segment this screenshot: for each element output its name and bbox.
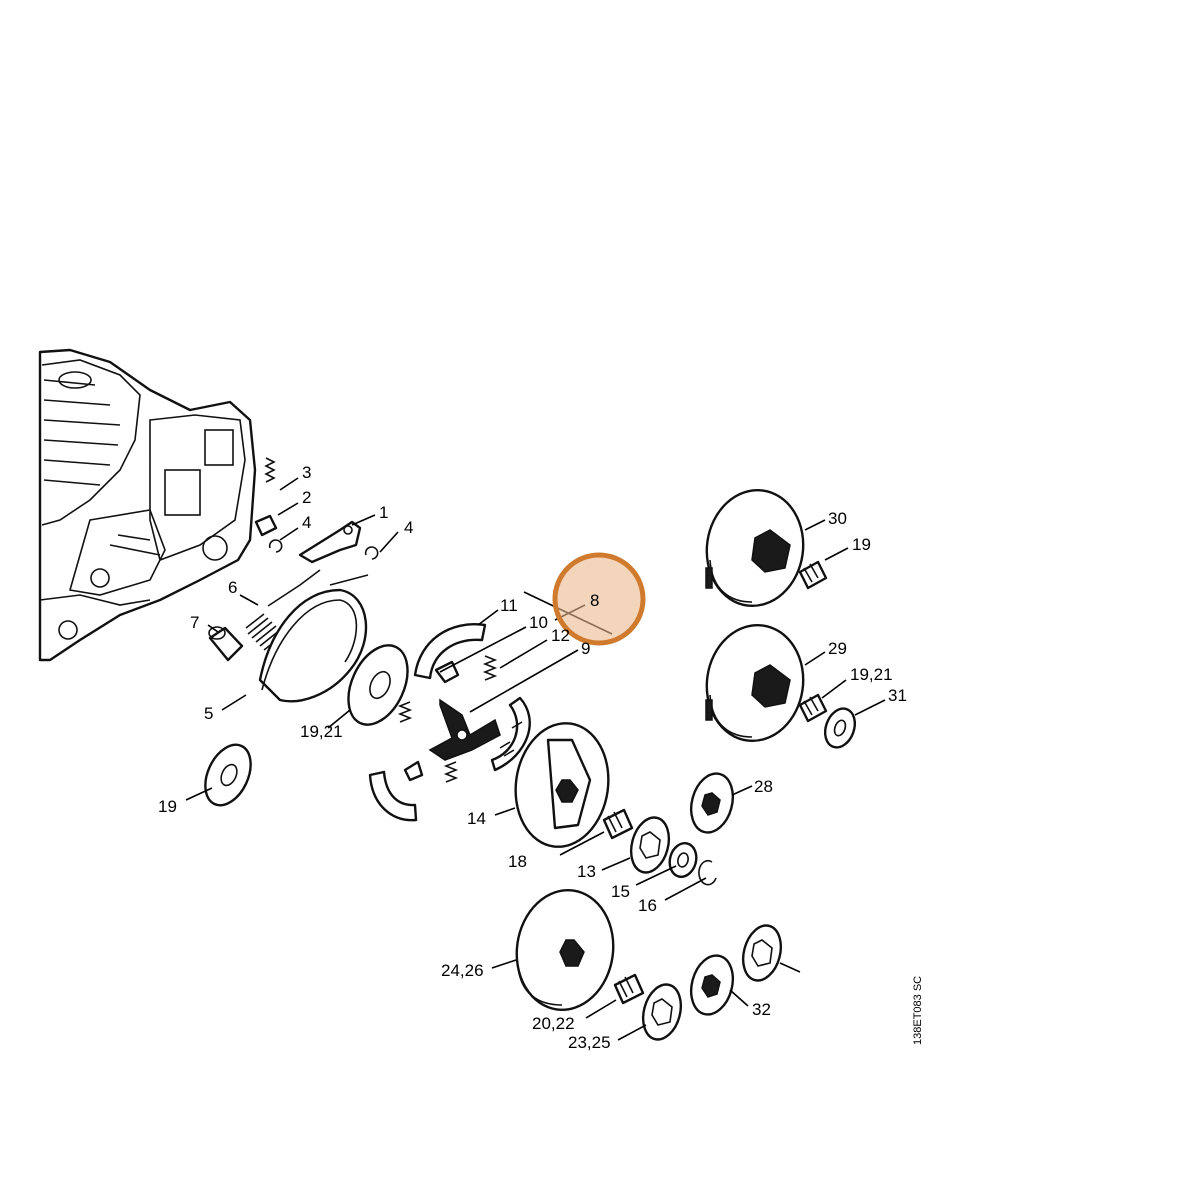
part-14-washer [204, 743, 252, 807]
callout-4: 4 [302, 513, 311, 532]
part-15-spur-sprocket [629, 816, 671, 874]
part-9-clutch-carrier [428, 698, 501, 761]
callout-20: 19 [852, 535, 871, 554]
part-10-clutch-spring [434, 655, 498, 684]
part-4-clip-left [268, 539, 283, 553]
callout-28: 29 [828, 639, 847, 658]
part-19-21-needle-cage [602, 808, 634, 840]
part-27-rim-sprocket [689, 772, 735, 834]
part-31-rim-sprocket [689, 954, 735, 1016]
callout-7: 7 [190, 613, 199, 632]
callout-19-21: 18 [508, 852, 527, 871]
callout-5: 5 [204, 704, 213, 723]
callout-1: 1 [379, 503, 388, 522]
part-29-rim-sprocket-drum [705, 488, 805, 608]
crankcase-housing [38, 348, 257, 662]
highlight-marker [552, 552, 646, 646]
part-clutch-shoe-left [368, 760, 459, 822]
part-11-clutch-shoe-top [413, 623, 487, 680]
callout-9: 9 [581, 639, 590, 658]
callout-18: 16 [638, 896, 657, 915]
part-18-e-clip [698, 859, 717, 886]
callout-11: 11 [500, 596, 518, 615]
part-clutch-shoe-right [490, 696, 531, 772]
part-24-26-clutch-drum [515, 889, 615, 1011]
callout-labels: 3 2 4 1 4 6 7 5 19,21 19 11 10 12 9 8 14… [158, 463, 907, 1052]
callout-29: 30 [828, 509, 847, 528]
part-6-spring [245, 569, 321, 651]
callout-2: 2 [302, 488, 311, 507]
callout-10: 10 [529, 613, 548, 632]
callout-16: 14 [467, 809, 486, 828]
callout-6: 6 [228, 578, 237, 597]
callout-23-25: 23,25 [568, 1033, 611, 1052]
part-7-sleeve [208, 626, 244, 662]
part-28-rim-sprocket-drum [705, 623, 805, 743]
callout-8: 8 [590, 591, 599, 610]
callout-13: 19,21 [300, 722, 343, 741]
callout-3: 3 [302, 463, 311, 482]
part-16-clutch-drum [514, 722, 610, 848]
callout-12: 12 [551, 626, 570, 645]
part-32-spur-sprocket [741, 924, 783, 982]
callout-24-26: 24,26 [441, 961, 484, 980]
drawing-code: 138ET083 SC [912, 976, 924, 1045]
callout-20-22: 20,22 [532, 1014, 575, 1033]
part-1-brake-lever [298, 520, 362, 564]
part-23-25-spur-sprocket [641, 983, 683, 1041]
part-13-washer [347, 644, 409, 726]
callout-31: 32 [752, 1000, 771, 1019]
part-30-washer [823, 707, 857, 749]
part-12-spring [397, 701, 413, 723]
part-19-needle-cage [798, 693, 828, 723]
part-4-clip-right [364, 546, 379, 560]
part-5-brake-band [258, 574, 369, 703]
callout-19: 19,21 [850, 665, 893, 684]
part-3-spring [264, 457, 276, 483]
part-17-washer [668, 842, 698, 878]
callout-15: 13 [577, 862, 596, 881]
callout-27: 28 [754, 777, 773, 796]
callout-30: 31 [888, 686, 907, 705]
part-20-needle-cage-top [798, 560, 828, 590]
callout-4: 4 [404, 518, 413, 537]
part-20-22-needle-cage [613, 973, 645, 1005]
callout-17: 15 [611, 882, 630, 901]
part-2-bushing [254, 514, 278, 537]
callout-14: 19 [158, 797, 177, 816]
